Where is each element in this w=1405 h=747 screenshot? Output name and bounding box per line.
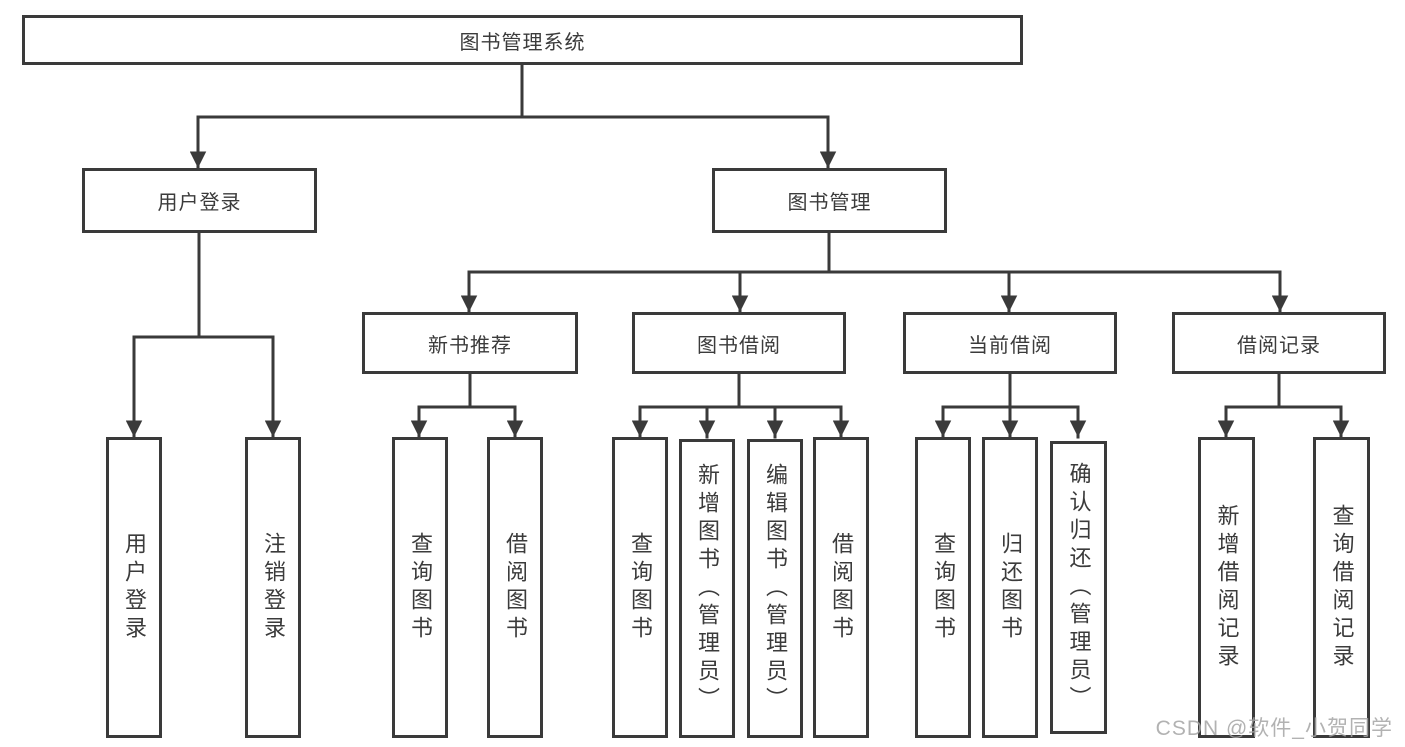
node-book-mgmt-label: 图书管理	[787, 192, 872, 214]
node-bb-borrow: 借阅图书	[813, 437, 869, 738]
node-bb-query-label: 查询图书	[628, 531, 653, 644]
node-bb-add: 新增图书（管理员）	[679, 439, 735, 738]
node-cb-confirm-label: 确认归还（管理员）	[1066, 461, 1092, 714]
node-bb-borrow-label: 借阅图书	[829, 531, 854, 644]
node-logout: 注销登录	[245, 437, 301, 738]
node-br-add: 新增借阅记录	[1198, 437, 1255, 738]
connector-new-book-rec	[410, 372, 524, 439]
node-book-borrow-label: 图书借阅	[697, 334, 781, 357]
connector-book-borrow	[631, 372, 850, 439]
node-current-borrow: 当前借阅	[903, 312, 1117, 374]
connector-book-mgmt	[460, 231, 1289, 314]
node-login-branch: 用户登录	[82, 168, 317, 233]
node-nb-query-label: 查询图书	[408, 531, 433, 644]
node-br-query: 查询借阅记录	[1313, 437, 1370, 738]
node-new-book-rec: 新书推荐	[362, 312, 578, 374]
connector-login-branch	[125, 231, 282, 439]
node-logout-label: 注销登录	[261, 531, 286, 644]
node-nb-borrow: 借阅图书	[487, 437, 543, 738]
connector-borrow-records	[1217, 372, 1350, 439]
connector-current-borrow	[934, 372, 1087, 439]
node-user-login: 用户登录	[106, 437, 162, 738]
node-bb-edit-label: 编辑图书（管理员）	[763, 462, 788, 715]
node-new-book-rec-label: 新书推荐	[428, 334, 512, 357]
node-root: 图书管理系统	[22, 15, 1023, 65]
node-user-login-label: 用户登录	[122, 531, 147, 644]
node-borrow-records: 借阅记录	[1172, 312, 1386, 374]
node-cb-query-label: 查询图书	[931, 531, 956, 644]
node-bb-query: 查询图书	[612, 437, 668, 738]
node-cb-return: 归还图书	[982, 437, 1038, 738]
node-cb-return-label: 归还图书	[998, 531, 1023, 644]
node-bb-add-label: 新增图书（管理员）	[695, 462, 720, 715]
node-root-label: 图书管理系统	[459, 31, 586, 54]
node-book-borrow: 图书借阅	[632, 312, 846, 374]
csdn-watermark: CSDN @软件_小贺同学	[1155, 717, 1393, 740]
node-br-query-label: 查询借阅记录	[1329, 503, 1355, 672]
node-current-borrow-label: 当前借阅	[968, 334, 1052, 357]
node-cb-query: 查询图书	[915, 437, 971, 738]
node-borrow-records-label: 借阅记录	[1237, 334, 1321, 357]
node-br-add-label: 新增借阅记录	[1214, 503, 1240, 672]
connector-root	[189, 63, 837, 170]
node-nb-query: 查询图书	[392, 437, 448, 738]
node-nb-borrow-label: 借阅图书	[503, 531, 528, 644]
node-cb-confirm: 确认归还（管理员）	[1050, 441, 1107, 734]
node-login-branch-label: 用户登录	[157, 192, 242, 214]
node-bb-edit: 编辑图书（管理员）	[747, 439, 803, 738]
node-book-mgmt: 图书管理	[712, 168, 947, 233]
